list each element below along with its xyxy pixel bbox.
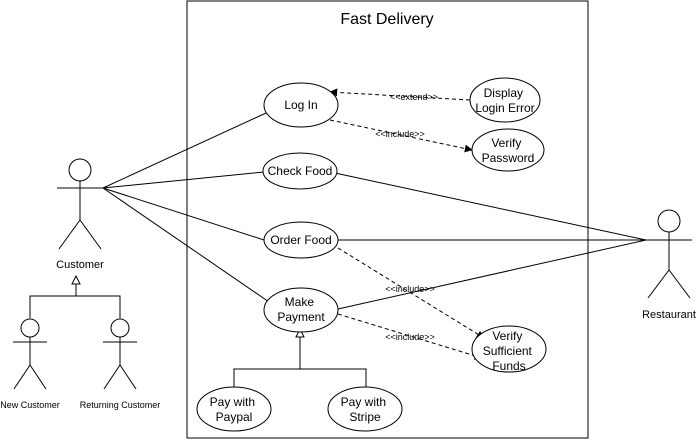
actor-restaurant xyxy=(646,209,692,299)
assoc-restaurant-checkfood xyxy=(334,172,647,241)
actor-new-customer xyxy=(13,318,47,390)
system-title: Fast Delivery xyxy=(340,11,433,28)
pay-with-stripe-label: Pay with Stripe xyxy=(341,395,390,424)
actor-customer xyxy=(57,158,103,250)
actor-returning-customer xyxy=(103,318,137,390)
actor-new-customer-label: New Customer xyxy=(0,400,60,410)
extend-line xyxy=(329,88,471,101)
include-label-order: <<include>> xyxy=(385,284,435,294)
include-funds-from-order xyxy=(337,247,485,339)
verify-sufficient-funds-label: Verify Sufficient Funds xyxy=(483,329,536,373)
use-case-log-in: Log In xyxy=(263,82,339,128)
include-label-payment: <<include>> xyxy=(385,332,435,342)
payment-generalization xyxy=(233,327,367,390)
assoc-restaurant-makepayment xyxy=(337,239,647,310)
actor-restaurant-label: Restaurant xyxy=(642,309,696,321)
assoc-customer-login xyxy=(102,112,267,189)
assoc-customer-orderfood xyxy=(102,187,265,241)
use-case-check-food: Check Food xyxy=(262,152,338,190)
include-label-password: <<include>> xyxy=(375,129,425,139)
assoc-customer-makepayment xyxy=(102,187,273,305)
customer-generalization xyxy=(29,274,121,318)
use-case-verify-sufficient-funds: Verify Sufficient Funds xyxy=(471,325,547,373)
extend-label: <<extend>> xyxy=(390,92,438,102)
use-case-pay-with-paypal: Pay with Paypal xyxy=(196,386,272,432)
system-boundary xyxy=(186,0,589,439)
check-food-label: Check Food xyxy=(268,164,333,178)
use-case-order-food: Order Food xyxy=(263,221,339,259)
actor-customer-label: Customer xyxy=(56,259,104,271)
associations xyxy=(102,112,647,310)
order-food-label: Order Food xyxy=(270,233,331,247)
use-case-make-payment: Make Payment xyxy=(263,287,339,333)
include-verify-password xyxy=(329,119,473,153)
assoc-customer-checkfood xyxy=(102,171,265,189)
log-in-label: Log In xyxy=(284,98,317,112)
actor-returning-customer-label: Returning Customer xyxy=(80,400,161,410)
use-case-verify-password: Verify Password xyxy=(471,128,545,172)
use-case-display-login-error: Display Login Error xyxy=(469,77,541,123)
display-login-error-label: Display Login Error xyxy=(475,86,534,115)
verify-password-label: Verify Password xyxy=(482,136,535,165)
dependencies xyxy=(329,88,485,360)
make-payment-label: Make Payment xyxy=(277,295,325,324)
use-case-pay-with-stripe: Pay with Stripe xyxy=(327,386,403,432)
pay-with-paypal-label: Pay with Paypal xyxy=(210,395,259,424)
